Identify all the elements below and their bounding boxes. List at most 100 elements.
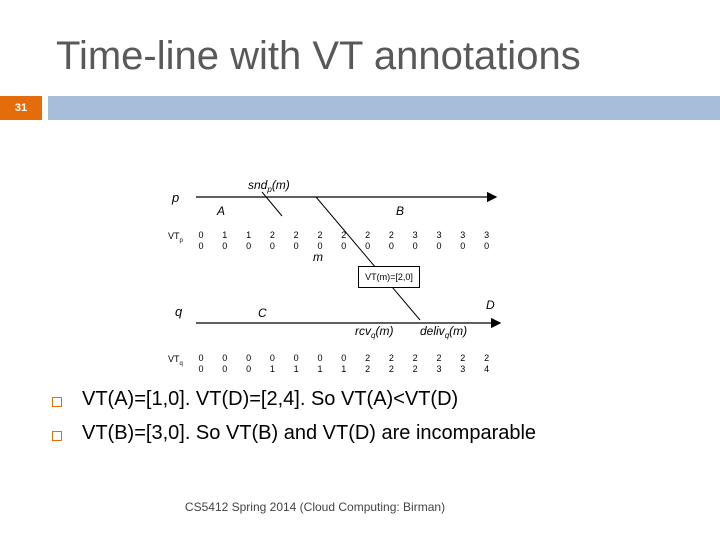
vt-p-cell-value: 0: [388, 241, 394, 251]
vt-p-cell-value: 0: [341, 241, 347, 251]
vt-p-cell-value: 0: [317, 241, 323, 251]
vt-p-cell-value: 3: [484, 230, 490, 240]
deliv-label-text: deliv: [420, 324, 445, 338]
vt-p-cell-value: 0: [198, 230, 204, 240]
deliver-event-label: delivq(m): [420, 324, 467, 340]
vt-p-cell-value: 2: [293, 230, 299, 240]
message-m-label: m: [313, 250, 323, 264]
vt-p-cell-value: 1: [246, 230, 252, 240]
rcv-label-arg: (m): [375, 324, 394, 338]
vt-q-cell-value: 1: [269, 364, 275, 374]
event-a-label: A: [217, 204, 226, 218]
vt-q-label: VTq: [168, 354, 183, 367]
vt-q-cell-value: 2: [412, 353, 418, 363]
slide-footer: CS5412 Spring 2014 (Cloud Computing: Bir…: [184, 500, 446, 514]
vt-q-cell-value: 3: [460, 364, 466, 374]
vt-p-cell-value: 0: [412, 241, 418, 251]
header-bar: [48, 96, 720, 120]
vt-q-cell-value: 4: [484, 364, 490, 374]
vt-p-cell-value: 0: [269, 241, 275, 251]
vt-p-cell-value: 0: [460, 241, 466, 251]
send-event-label: sndp(m): [248, 178, 290, 194]
vt-q-label-sub: q: [179, 361, 183, 367]
bullet-text: VT(A)=[1,0]. VT(D)=[2,4]. So VT(A)<VT(D): [82, 388, 459, 410]
vt-p-cell-value: 2: [365, 230, 371, 240]
vt-q-cell-value: 2: [388, 364, 394, 374]
process-q-label: q: [175, 304, 183, 319]
bullet-square-icon: [52, 397, 62, 407]
vt-q-cell-value: 0: [198, 364, 204, 374]
vt-q-cell-value: 2: [484, 353, 490, 363]
vt-q-cell-value: 0: [246, 353, 252, 363]
bullet-square-icon: [52, 431, 62, 441]
rcv-label-sub: q: [371, 331, 376, 340]
vt-q-cell-value: 0: [222, 364, 228, 374]
vt-q-cell-value: 0: [317, 353, 323, 363]
deliv-label-arg: (m): [449, 324, 468, 338]
vt-q-cell-value: 0: [341, 353, 347, 363]
send-label-text: snd: [248, 178, 268, 192]
vt-p-cell-value: 3: [436, 230, 442, 240]
event-c-label: C: [258, 306, 267, 320]
slide-number: 31: [0, 96, 42, 120]
vt-q-cell-value: 1: [293, 364, 299, 374]
vt-m-box: VT(m)=[2,0]: [358, 266, 420, 288]
deliv-label-sub: q: [444, 331, 450, 340]
vt-q-cell-value: 0: [198, 353, 204, 363]
vt-p-cell-value: 0: [293, 241, 299, 251]
vt-p-label-sub: p: [179, 238, 183, 244]
vt-q-cell-value: 0: [246, 364, 252, 374]
vt-p-cell-value: 3: [460, 230, 466, 240]
vt-p-cell-value: 2: [269, 230, 275, 240]
vt-p-cell-value: 0: [246, 241, 252, 251]
vt-p-cell-value: 1: [222, 230, 228, 240]
bullet-text: VT(B)=[3,0]. So VT(B) and VT(D) are inco…: [82, 422, 537, 444]
message-m-arrow: [315, 196, 421, 321]
vt-p-cell-value: 3: [412, 230, 418, 240]
slide-title: Time-line with VT annotations: [56, 34, 581, 78]
vt-p-cell-value: 0: [436, 241, 442, 251]
vt-p-cell-value: 2: [317, 230, 323, 240]
vt-q-cell-value: 2: [436, 353, 442, 363]
vt-q-cell-value: 0: [222, 353, 228, 363]
event-b-label: B: [396, 204, 405, 218]
vt-q-cell-value: 2: [365, 353, 371, 363]
vt-p-cell-value: 0: [222, 241, 228, 251]
rcv-label-text: rcv: [355, 324, 371, 338]
vt-p-label-text: VT: [168, 231, 180, 241]
vt-q-cell-value: 2: [388, 353, 394, 363]
vt-q-cell-value: 0: [269, 353, 275, 363]
send-label-arg: (m): [271, 178, 290, 192]
vt-p-cell-value: 0: [365, 241, 371, 251]
vt-p-cell-value: 2: [341, 230, 347, 240]
send-pointer: [261, 191, 283, 217]
vt-p-cell-value: 0: [484, 241, 490, 251]
vt-p-cell-value: 2: [388, 230, 394, 240]
send-label-sub: p: [267, 185, 272, 194]
vt-q-cell-value: 2: [460, 353, 466, 363]
vt-q-cell-value: 3: [436, 364, 442, 374]
receive-event-label: rcvq(m): [355, 324, 393, 340]
